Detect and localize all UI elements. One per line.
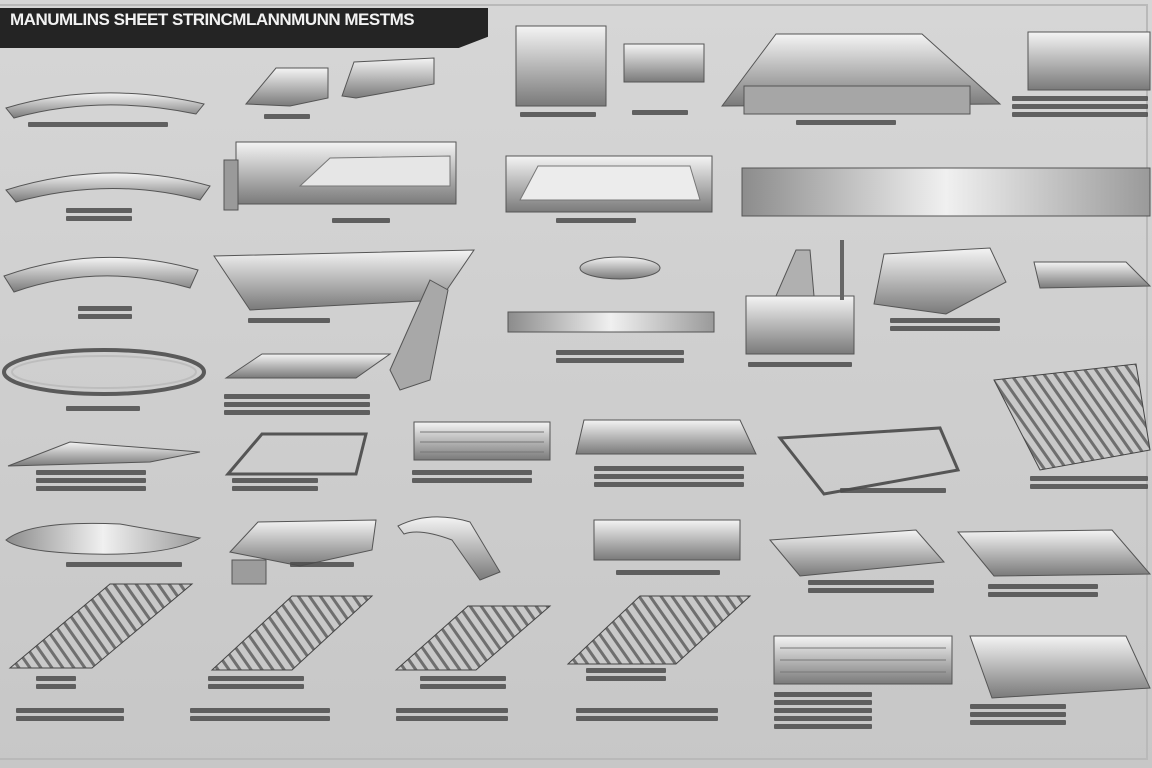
bent-hook: [397, 516, 501, 581]
clip-holder: [593, 519, 741, 561]
ribbed-panel-2: [969, 635, 1151, 699]
caption-lines: [616, 570, 720, 578]
caption-lines: [78, 306, 132, 319]
caption-lines: [988, 584, 1098, 597]
caption-lines: [796, 120, 896, 128]
sheet-title: MANUMLINS SHEET STRINCMLANNMUNN MESTMS: [10, 10, 415, 29]
caption-lines: [396, 708, 508, 721]
bent-bracket-1: [244, 57, 435, 107]
long-tray: [1027, 31, 1151, 91]
angled-plate-2: [956, 529, 1152, 577]
caption-lines: [576, 708, 718, 721]
caption-lines: [586, 668, 666, 681]
mount-bracket: [1033, 261, 1152, 289]
caption-lines: [1012, 96, 1148, 117]
title-banner: [0, 8, 488, 48]
caption-lines: [890, 318, 1000, 331]
large-trough-arm: [213, 249, 475, 391]
caption-lines: [290, 562, 354, 570]
caption-lines: [420, 676, 506, 689]
corrugated-sheet-4: [566, 595, 752, 665]
caption-lines: [808, 580, 934, 593]
caption-lines: [556, 350, 684, 363]
caption-lines: [28, 122, 168, 130]
caption-lines: [36, 676, 76, 689]
corrugated-sheet-2: [210, 595, 374, 671]
curved-ring: [2, 348, 206, 396]
rail-bar: [507, 311, 715, 333]
caption-lines: [520, 112, 596, 120]
step-tray: [777, 426, 961, 496]
angled-plate: [768, 529, 946, 577]
caption-lines: [1030, 476, 1148, 489]
oval-dish: [5, 522, 202, 555]
caption-lines: [208, 676, 304, 689]
caption-lines: [66, 406, 140, 414]
curved-strip-3: [3, 256, 199, 293]
stacked-panels: [993, 363, 1151, 471]
caption-lines: [632, 110, 688, 118]
caption-lines: [594, 466, 744, 487]
u-bracket-1: [515, 25, 705, 107]
corrugated-sheet-1: [8, 583, 194, 669]
caption-lines: [66, 208, 132, 221]
caption-lines: [264, 114, 310, 122]
deep-tray: [720, 33, 1002, 115]
long-bar: [741, 167, 1151, 217]
caption-lines: [970, 704, 1066, 725]
corrugated-sheet-3: [394, 605, 552, 671]
caption-lines: [66, 562, 182, 570]
flat-tray-1: [224, 353, 392, 379]
flat-panel-2: [575, 419, 757, 455]
hinged-box: [223, 141, 457, 211]
caption-lines: [232, 478, 318, 491]
caption-lines: [412, 470, 532, 483]
caption-lines: [840, 488, 946, 496]
framed-tray-1: [224, 432, 368, 476]
caption-lines: [556, 218, 636, 226]
slotted-panel: [413, 421, 551, 461]
caption-lines: [36, 470, 146, 491]
disc: [579, 256, 661, 280]
caption-lines: [16, 708, 124, 721]
caption-lines: [248, 318, 330, 326]
caption-lines: [224, 394, 370, 415]
caption-lines: [774, 692, 872, 705]
curved-strip-1: [5, 92, 205, 119]
caption-lines: [332, 218, 390, 226]
channel-box: [505, 155, 713, 213]
ribbed-panel: [773, 635, 953, 685]
framed-rail: [745, 240, 855, 355]
caption-lines: [774, 708, 872, 729]
angled-strip: [7, 441, 201, 467]
caption-lines: [748, 362, 852, 370]
curved-strip-2: [5, 172, 211, 203]
bracket-step: [229, 519, 377, 585]
stacked-rails: [873, 247, 1007, 315]
caption-lines: [190, 708, 330, 721]
